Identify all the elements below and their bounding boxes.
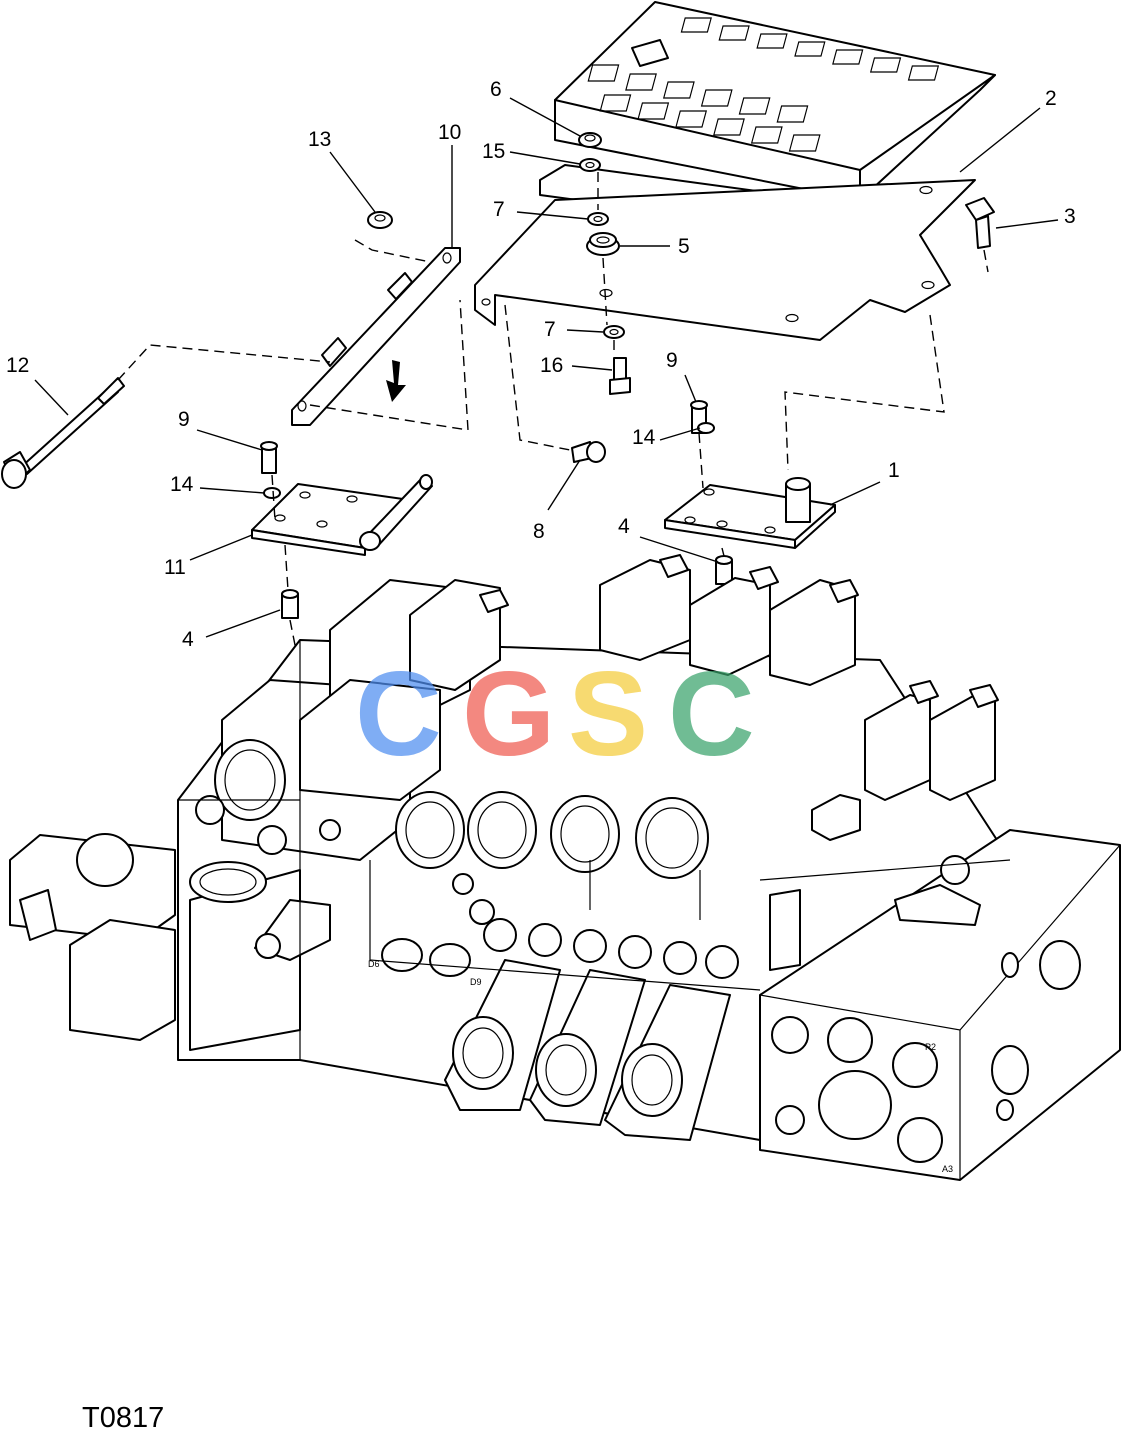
bolt-item-3 <box>965 197 995 249</box>
washer-item-15 <box>579 158 601 172</box>
valve-block-assembly <box>9 554 1121 1181</box>
screw-item-9-left <box>260 441 278 474</box>
port-label: A3 <box>942 1164 953 1174</box>
callout-numbers: 1 2 3 4 4 5 6 7 7 8 9 9 10 11 12 13 14 1… <box>6 78 1076 651</box>
port-label: D9 <box>470 977 482 987</box>
callout-9: 9 <box>666 349 678 372</box>
bolt-item-16 <box>609 357 631 395</box>
callout-12: 12 <box>6 354 29 377</box>
callout-2: 2 <box>1045 87 1057 110</box>
watermark-letter: S <box>568 647 648 781</box>
screw-item-9-right <box>690 400 708 434</box>
assembly-path-lines <box>117 172 989 661</box>
callout-4: 4 <box>182 628 194 651</box>
watermark-logo: C G S C <box>355 647 755 781</box>
callout-1: 1 <box>888 459 900 482</box>
control-unit-box <box>539 1 996 239</box>
grommet-item-5 <box>586 232 620 256</box>
bolt-item-8 <box>571 441 606 463</box>
callout-7: 7 <box>493 198 505 221</box>
callout-leaders <box>34 97 1059 638</box>
port-label: P2 <box>925 1042 936 1052</box>
callout-6: 6 <box>490 78 502 101</box>
figure-id-label: T0817 <box>82 1402 165 1434</box>
callout-5: 5 <box>678 235 690 258</box>
callout-3: 3 <box>1064 205 1076 228</box>
port-label: D6 <box>368 959 380 969</box>
hinge-strip-item-10 <box>291 247 461 426</box>
watermark-letter: C <box>668 647 755 781</box>
nut-item-6 <box>578 132 602 148</box>
callout-15: 15 <box>482 140 505 163</box>
callout-8: 8 <box>533 520 545 543</box>
callout-14: 14 <box>632 426 656 449</box>
spacer-item-4-left <box>281 589 299 619</box>
callout-14: 14 <box>170 473 194 496</box>
hinge-bracket-item-11 <box>251 474 433 556</box>
callout-11: 11 <box>164 556 186 579</box>
washer-item-7-lower <box>603 325 625 339</box>
watermark-letter: C <box>355 647 442 781</box>
callout-4: 4 <box>618 515 630 538</box>
washer-item-7-upper <box>587 212 609 226</box>
install-arrow-icon <box>386 360 406 402</box>
mounting-plate-item-1 <box>664 477 836 549</box>
long-bolt-item-12 <box>1 377 125 489</box>
port-labels: D6 D9 P2 A3 <box>368 959 953 1174</box>
watermark-letter: G <box>462 647 555 781</box>
washer-item-14-right <box>697 422 715 434</box>
callout-9: 9 <box>178 408 190 431</box>
callout-7: 7 <box>544 318 556 341</box>
callout-13: 13 <box>308 128 331 151</box>
callout-16: 16 <box>540 354 563 377</box>
washer-item-14-left <box>263 487 281 499</box>
nut-item-13 <box>367 211 393 229</box>
spacer-item-4-right <box>715 555 733 585</box>
callout-10: 10 <box>438 121 461 144</box>
mounting-bracket <box>474 179 976 341</box>
